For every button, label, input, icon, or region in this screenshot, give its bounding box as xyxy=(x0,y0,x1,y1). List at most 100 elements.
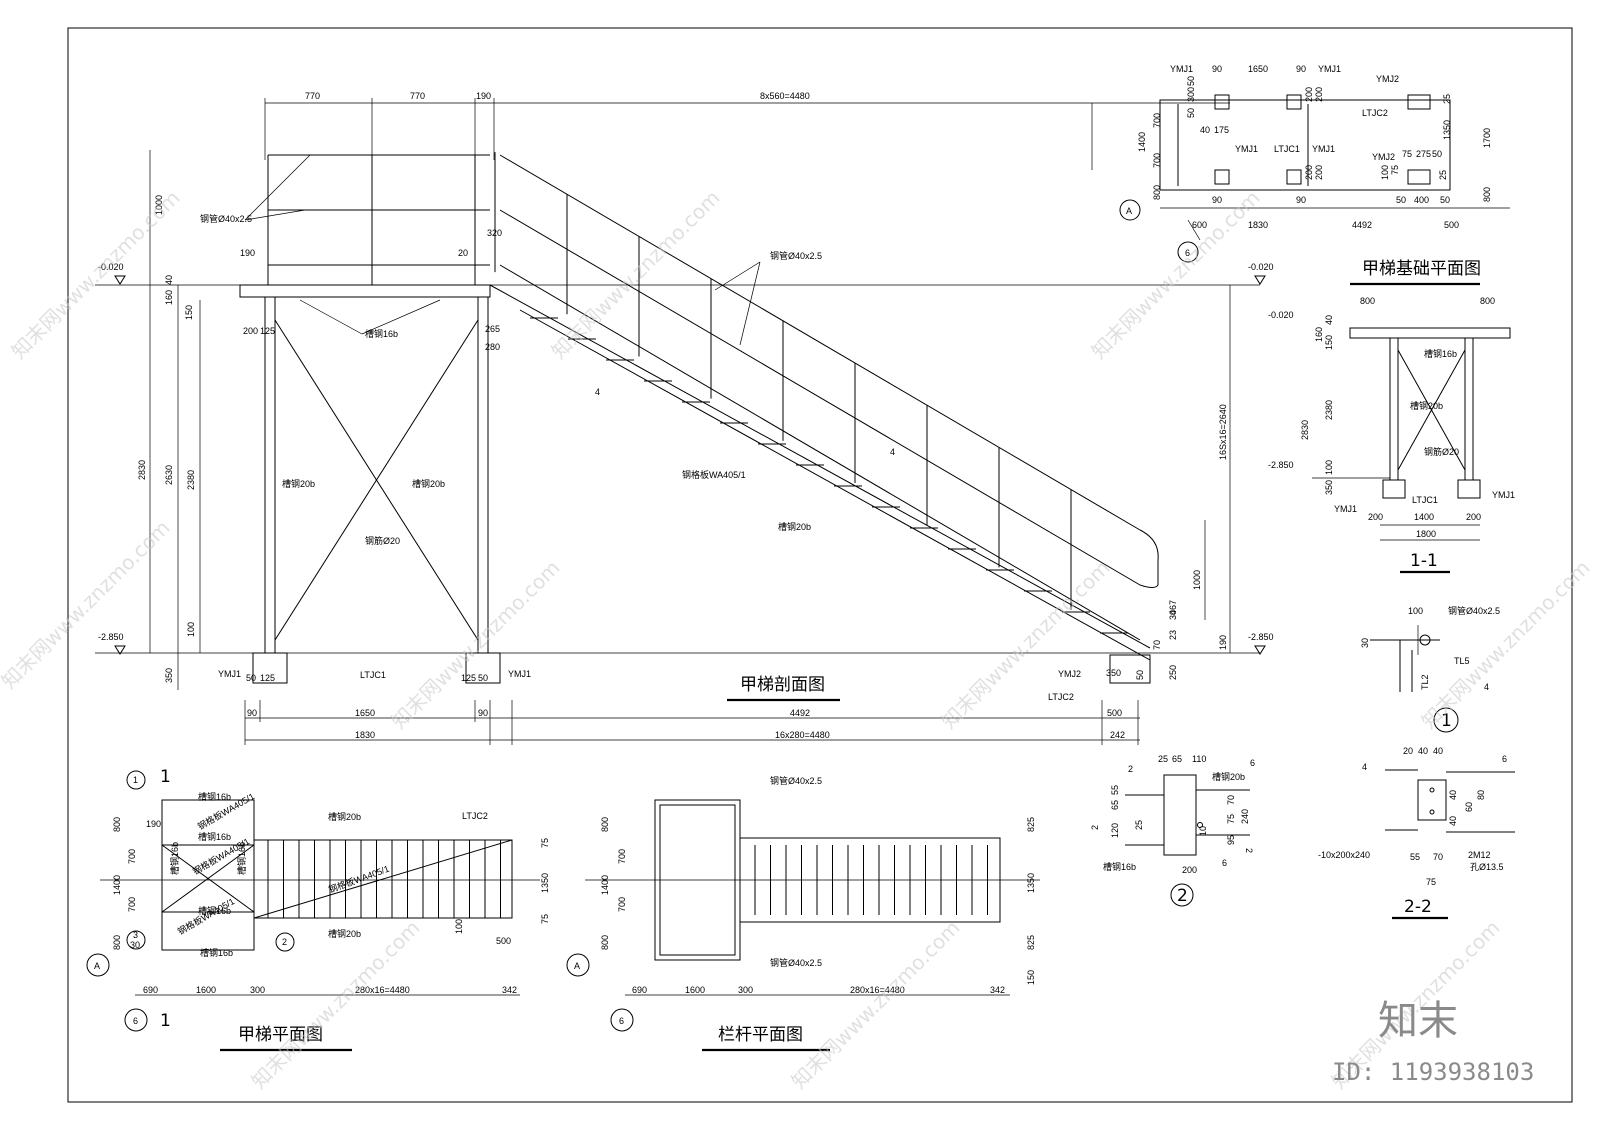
sd-125c: 125 xyxy=(461,673,476,683)
d22-70: 70 xyxy=(1433,852,1443,862)
elev-right-top: -0.020 xyxy=(1248,262,1274,272)
lbl-pipe-1: 钢管Ø40x2.5 xyxy=(200,213,252,224)
bd-500: 500 xyxy=(1107,708,1122,718)
d2-200: 200 xyxy=(1182,865,1197,875)
pl-grating-c: 钢格板WA405/1 xyxy=(176,895,237,936)
d22-75: 75 xyxy=(1426,877,1436,887)
pl-dim-4480: 280x16=4480 xyxy=(355,985,410,995)
foundation-dim: 90 xyxy=(1296,64,1306,74)
fd-ymj1-c: YMJ1 xyxy=(1235,144,1258,154)
foundation-dim: 700 xyxy=(1152,153,1162,168)
pl-grating-d: 钢格板WA405/1 xyxy=(327,863,391,895)
s11-lbl-c16b: 槽钢16b xyxy=(1424,348,1457,359)
d22-40a: 40 xyxy=(1418,746,1428,756)
foundation-dim: 1830 xyxy=(1248,220,1268,230)
pl-dim-700b: 700 xyxy=(127,897,137,912)
title-s22: 2-2 xyxy=(1404,897,1432,917)
d2-lbl-6b: 6 xyxy=(1222,858,1227,868)
elev-left-top: -0.020 xyxy=(98,262,124,272)
title-railing: 栏杆平面图 xyxy=(718,1025,803,1045)
bd-1830: 1830 xyxy=(355,730,375,740)
sd-20: 20 xyxy=(458,248,468,258)
foundation-dim: 50 xyxy=(1186,76,1196,86)
rl-dim-825b: 825 xyxy=(1026,935,1036,950)
foundation-dim: 700 xyxy=(1152,113,1162,128)
s11-dim-1400: 1400 xyxy=(1414,512,1434,522)
s11-dim-1800: 1800 xyxy=(1416,529,1436,539)
dim-350: 350 xyxy=(164,668,174,683)
s11-dim-40: 40 xyxy=(1324,315,1334,325)
rl-dim-690: 690 xyxy=(632,985,647,995)
s11-dim-2830: 2830 xyxy=(1300,420,1310,440)
sd-320: 320 xyxy=(487,228,502,238)
s11-elev-a: -0.020 xyxy=(1268,310,1294,320)
stair-section-view: 770 770 190 8x560=4480 -0.020 -0.020 -2.… xyxy=(95,91,1274,745)
foundation-dim: 1700 xyxy=(1482,128,1492,148)
drawing-frame xyxy=(67,27,1573,1103)
dim-1000: 1000 xyxy=(154,195,164,215)
pl-dim-800b: 800 xyxy=(112,935,122,950)
elev-left-bottom: -2.850 xyxy=(98,632,124,642)
rl-dim-1350: 1350 xyxy=(1026,873,1036,893)
sd-50b: 50 xyxy=(478,673,488,683)
bd-242: 242 xyxy=(1110,730,1125,740)
pl-dim-700a: 700 xyxy=(127,849,137,864)
s11-dim-350: 350 xyxy=(1324,480,1334,495)
pl-dim-190: 190 xyxy=(146,819,161,829)
rl-dim-1600: 1600 xyxy=(685,985,705,995)
d22-40b: 40 xyxy=(1433,746,1443,756)
pl-axis-30: 30 xyxy=(130,940,140,950)
d2-25b: 25 xyxy=(1134,820,1144,830)
foundation-dim: 40 xyxy=(1200,125,1210,135)
d22-6: 6 xyxy=(1502,754,1507,764)
sd-50a: 50 xyxy=(246,673,256,683)
d2-55: 55 xyxy=(1110,785,1120,795)
foundation-dim: 25 xyxy=(1438,170,1448,180)
d2-25: 25 xyxy=(1158,754,1168,764)
rl-dim-150: 150 xyxy=(1026,970,1036,985)
lbl-ymj2: YMJ2 xyxy=(1058,669,1081,679)
pl-cut-1b: 1 xyxy=(160,1011,171,1031)
foundation-dim: 800 xyxy=(1482,187,1492,202)
dim-150: 150 xyxy=(184,305,194,320)
pl-axis-3: 3 xyxy=(133,930,138,940)
pl-axis-1a: 1 xyxy=(133,775,138,785)
lbl-grating: 钢格板WA405/1 xyxy=(682,469,746,480)
dim-770b: 770 xyxy=(410,91,425,101)
foundation-dim: 50 xyxy=(1432,149,1442,159)
title-foundation: 甲梯基础平面图 xyxy=(1362,259,1481,279)
foundation-dim: 90 xyxy=(1212,195,1222,205)
rl-dim-825a: 825 xyxy=(1026,817,1036,832)
dim-160: 160 xyxy=(164,290,174,305)
s11-lbl-ltjc1: LTJC1 xyxy=(1412,495,1438,505)
d22-20: 20 xyxy=(1403,746,1413,756)
d22-40c: 40 xyxy=(1448,790,1458,800)
foundation-dim: 275 xyxy=(1416,149,1431,159)
rl-dim-800a: 800 xyxy=(600,817,610,832)
pl-ltjc2: LTJC2 xyxy=(462,811,488,821)
rl-dim-1400: 1400 xyxy=(600,875,610,895)
pl-dim-500: 500 xyxy=(496,936,511,946)
foundation-dim: 50 xyxy=(1396,195,1406,205)
foundation-dim: 600 xyxy=(1192,220,1207,230)
s11-dim-200a: 200 xyxy=(1368,512,1383,522)
pl-c16b-f: 槽钢16b xyxy=(200,947,233,958)
pl-dim-1350: 1350 xyxy=(540,873,550,893)
foundation-dim: 25 xyxy=(1442,94,1452,104)
foundation-dim: 200 xyxy=(1304,87,1314,102)
pl-dim-1600: 1600 xyxy=(196,985,216,995)
sd-350: 350 xyxy=(1106,668,1121,678)
pl-c20b-b: 槽钢20b xyxy=(328,928,361,939)
dim-2380: 2380 xyxy=(186,470,196,490)
s11-elev-b: -2.850 xyxy=(1268,460,1294,470)
s11-lbl-ymj1b: YMJ1 xyxy=(1334,504,1357,514)
dim-100: 100 xyxy=(186,622,196,637)
title-d2: 2 xyxy=(1177,886,1188,906)
pl-axis-a: A xyxy=(94,961,100,971)
rl-pipe-a: 钢管Ø40x2.5 xyxy=(770,775,822,786)
s11-lbl-rod: 钢筋Ø20 xyxy=(1424,446,1459,457)
pl-dim-690: 690 xyxy=(143,985,158,995)
pl-dim-342: 342 xyxy=(502,985,517,995)
foundation-dim: 75 xyxy=(1390,165,1400,175)
